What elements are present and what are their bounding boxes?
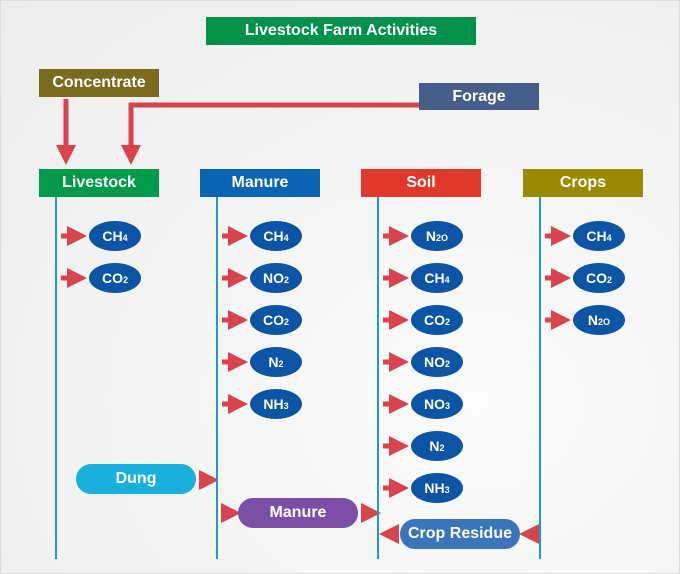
gas-subscript: 2: [606, 275, 612, 285]
forage-box: Forage: [419, 83, 539, 110]
gas-subscript: 2: [444, 317, 450, 327]
column-header-soil: Soil: [361, 169, 481, 197]
manure-pill: Manure: [238, 498, 358, 528]
gas-formula: CH: [263, 228, 284, 244]
gas-subscript: 2: [283, 317, 289, 327]
gas-formula: NO: [262, 270, 284, 286]
gas-subscript: 3: [444, 401, 450, 411]
gas-formula: N: [425, 228, 437, 244]
gas-subscript: 2O: [436, 233, 449, 243]
crop-residue-pill: Crop Residue: [400, 519, 520, 549]
column-header-manure: Manure: [200, 169, 320, 197]
gas-subscript: 4: [444, 275, 450, 285]
gas-subscript: 4: [122, 233, 128, 243]
concentrate-box: Concentrate: [39, 69, 159, 97]
gas-formula: NH: [424, 480, 445, 496]
column-line: [55, 197, 57, 559]
column-line: [216, 197, 218, 559]
gas-subscript: 2: [283, 275, 289, 285]
gas-formula: CO: [423, 312, 445, 328]
gas-subscript: 3: [283, 401, 289, 411]
gas-formula: N: [429, 438, 440, 454]
gas-formula: NO: [423, 396, 445, 412]
gas-formula: CH: [424, 270, 445, 286]
gas-subscript: 4: [606, 233, 612, 243]
gas-formula: CH: [586, 228, 607, 244]
gas-formula: CH: [102, 228, 123, 244]
gas-subscript: 4: [283, 233, 289, 243]
gas-formula: CO: [262, 312, 284, 328]
gas-formula: N: [268, 354, 279, 370]
column-line: [377, 197, 379, 559]
forage-arrow: [121, 102, 419, 165]
dung-pill: Dung: [76, 464, 196, 494]
gas-subscript: 2O: [598, 317, 611, 327]
gas-formula: N: [587, 312, 599, 328]
gas-formula: NH: [263, 396, 284, 412]
gas-subscript: 2: [122, 275, 128, 285]
gas-formula: CO: [585, 270, 607, 286]
gas-subscript: 3: [444, 485, 450, 495]
gas-subscript: 2: [444, 359, 450, 369]
diagram-title: Livestock Farm Activities: [206, 17, 476, 45]
gas-formula: CO: [101, 270, 123, 286]
column-header-livestock: Livestock: [39, 169, 159, 197]
gas-formula: NO: [423, 354, 445, 370]
column-header-crops: Crops: [523, 169, 643, 197]
column-line: [539, 197, 541, 559]
gas-subscript: 2: [439, 443, 445, 453]
gas-subscript: 2: [278, 359, 284, 369]
